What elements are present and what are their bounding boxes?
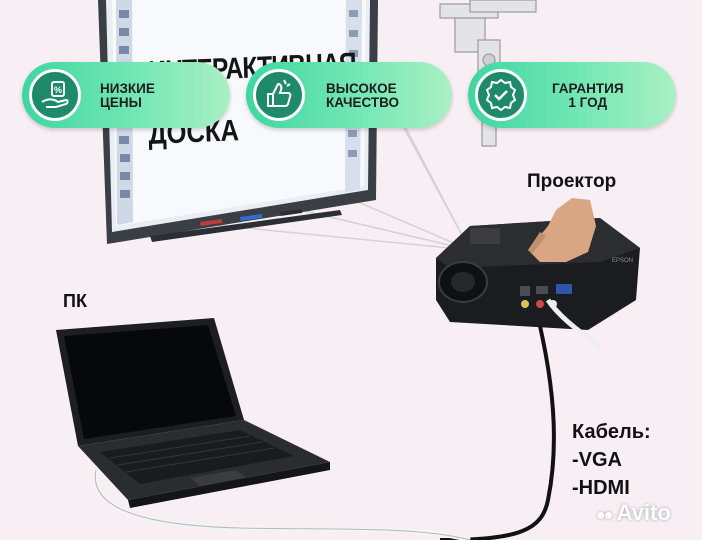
badge-icon-circle: % [29,69,81,121]
avito-watermark-text: Avito [616,500,671,525]
avito-logo-dots-icon: ●● [596,507,613,524]
interactive-whiteboard [98,0,378,244]
badge-high-quality-line2: КАЧЕСТВО [326,95,400,110]
thumbs-up-icon [267,79,292,107]
shield-check-icon [485,78,517,112]
hand-percent-icon: % [41,81,69,108]
projector-label: Проектор [527,171,617,192]
badge-icon-circle [253,69,305,121]
cable-title-label: Кабель: [572,421,651,443]
pc-label: ПК [63,291,87,311]
badge-warranty: ГАРАНТИЯ 1 ГОД [468,62,676,128]
badge-high-quality-line1: ВЫСОКОЕ [326,81,397,96]
badge-icon-circle [475,69,527,121]
cable-vga-label: -VGA [572,449,622,471]
cable-hdmi-label: -HDMI [572,477,630,499]
badge-warranty-line1: ГАРАНТИЯ [552,81,624,96]
avito-watermark: ●● Avito [596,500,671,526]
projector: EPSON [436,198,640,349]
badge-low-prices-line2: ЦЕНЫ [100,95,142,110]
badge-high-quality: ВЫСОКОЕ КАЧЕСТВО [246,62,452,128]
laptop [56,318,330,508]
black-cable [439,325,556,540]
svg-text:%: % [54,85,62,95]
badge-low-prices: % НИЗКИЕ ЦЕНЫ [22,62,230,128]
badge-warranty-line2: 1 ГОД [568,95,608,110]
projector-brand-label: EPSON [612,258,633,264]
badge-low-prices-line1: НИЗКИЕ [100,81,155,96]
